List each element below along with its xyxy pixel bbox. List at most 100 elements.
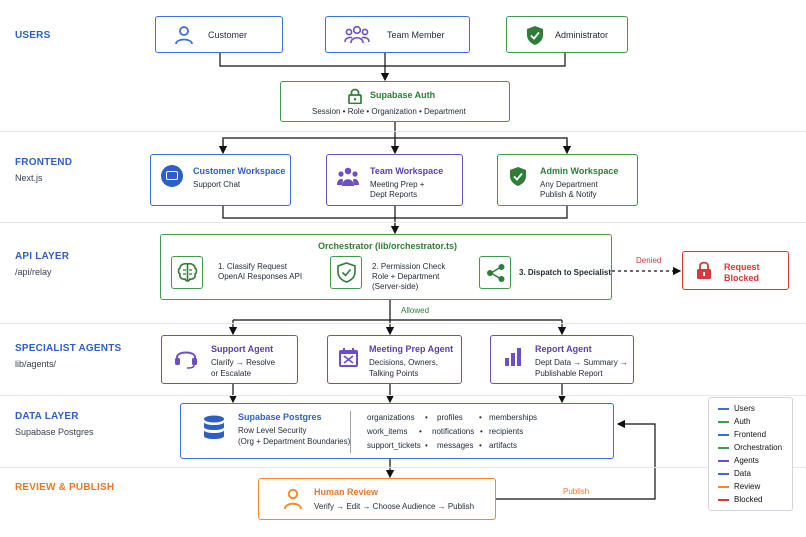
share-icon bbox=[487, 264, 505, 282]
request-blocked-node[interactable]: Request Blocked bbox=[682, 251, 789, 290]
shield-check-icon bbox=[337, 262, 356, 283]
bullet: • bbox=[419, 427, 422, 436]
bullet: • bbox=[479, 413, 482, 422]
table-memberships: memberships bbox=[489, 413, 538, 422]
report-agent-line2: Publishable Report bbox=[535, 369, 603, 378]
table-messages: messages bbox=[437, 441, 474, 450]
lock-icon bbox=[697, 261, 711, 279]
lane-divider bbox=[0, 222, 806, 223]
legend-label: Review bbox=[734, 482, 761, 491]
team-member-node[interactable]: Team Member bbox=[325, 16, 470, 53]
support-agent-node[interactable]: Support Agent Clarify → Resolve or Escal… bbox=[161, 335, 298, 384]
legend bbox=[708, 397, 793, 511]
allowed-label: Allowed bbox=[401, 306, 430, 315]
table-artifacts: artifacts bbox=[489, 441, 518, 450]
team-member-label: Team Member bbox=[387, 30, 445, 40]
legend-label: Users bbox=[734, 404, 755, 413]
report-agent-node[interactable]: Report Agent Dept Data → Summary → Publi… bbox=[490, 335, 634, 384]
admin-workspace-node[interactable]: Admin Workspace Any Department Publish &… bbox=[497, 154, 638, 206]
customer-workspace-node[interactable]: Customer Workspace Support Chat bbox=[150, 154, 291, 206]
legend-swatch bbox=[718, 460, 729, 462]
brain-step-box bbox=[171, 256, 203, 289]
lane-title-agents: SPECIALIST AGENTS bbox=[15, 343, 122, 354]
customer-node[interactable]: Customer bbox=[155, 16, 283, 53]
lane-sub-api: /api/relay bbox=[15, 267, 52, 277]
team-icon bbox=[337, 167, 359, 186]
legend-swatch bbox=[718, 499, 729, 501]
step2-line3: (Server-side) bbox=[372, 282, 419, 291]
bullet: • bbox=[480, 427, 483, 436]
bullet: • bbox=[425, 413, 428, 422]
administrator-node[interactable]: Administrator bbox=[506, 16, 628, 53]
legend-label: Blocked bbox=[734, 495, 763, 504]
wire-orchestrator-to-agents bbox=[233, 300, 562, 321]
wire-users-to-auth bbox=[219, 53, 566, 67]
postgres-separator bbox=[350, 411, 351, 453]
support-agent-title: Support Agent bbox=[211, 344, 274, 354]
step2-line1: 2. Permission Check bbox=[372, 262, 446, 271]
lane-title-api: API LAYER bbox=[15, 251, 70, 262]
supabase-auth-node[interactable]: Supabase Auth Session • Role • Organizat… bbox=[280, 81, 510, 122]
auth-title: Supabase Auth bbox=[370, 90, 436, 100]
user-icon bbox=[284, 488, 302, 510]
user-icon bbox=[175, 26, 193, 45]
human-review-node[interactable]: Human Review Verify → Edit → Choose Audi… bbox=[258, 478, 496, 520]
database-icon bbox=[204, 415, 224, 439]
customer-label: Customer bbox=[208, 30, 248, 40]
legend-label: Orchestration bbox=[734, 443, 783, 452]
admin-workspace-line1: Any Department bbox=[540, 180, 598, 189]
postgres-line2: (Org + Department Boundaries) bbox=[238, 437, 351, 446]
bullet: • bbox=[479, 441, 482, 450]
lane-title-frontend: FRONTEND bbox=[15, 157, 73, 168]
table-organizations: organizations bbox=[367, 413, 415, 422]
brain-icon bbox=[177, 262, 198, 282]
blocked-line2: Blocked bbox=[724, 273, 760, 283]
admin-workspace-title: Admin Workspace bbox=[540, 166, 619, 176]
legend-label: Frontend bbox=[734, 430, 767, 439]
customer-workspace-detail: Support Chat bbox=[193, 180, 241, 189]
lane-divider bbox=[0, 395, 806, 396]
lane-divider bbox=[0, 323, 806, 324]
administrator-label: Administrator bbox=[555, 30, 609, 40]
shield-icon bbox=[510, 167, 526, 186]
legend-label: Data bbox=[734, 469, 751, 478]
table-notifications: notifications bbox=[432, 427, 475, 436]
auth-detail: Session • Role • Organization • Departme… bbox=[312, 107, 466, 116]
lane-title-review: REVIEW & PUBLISH bbox=[15, 482, 115, 493]
step1-line2: OpenAI Responses API bbox=[218, 272, 303, 281]
table-support-tickets: support_tickets bbox=[367, 441, 421, 450]
lane-title-data: DATA LAYER bbox=[15, 411, 79, 422]
postgres-line1: Row Level Security bbox=[238, 426, 307, 435]
shield-icon bbox=[527, 26, 543, 45]
meeting-agent-title: Meeting Prep Agent bbox=[369, 344, 454, 354]
legend-label: Auth bbox=[734, 417, 751, 426]
legend-swatch bbox=[718, 408, 729, 410]
bullet: • bbox=[425, 441, 428, 450]
lane-divider bbox=[0, 467, 806, 468]
supabase-postgres-node[interactable]: Supabase Postgres Row Level Security (Or… bbox=[180, 403, 614, 459]
lane-title-users: USERS bbox=[15, 30, 51, 41]
legend-swatch bbox=[718, 486, 729, 488]
support-agent-line1: Clarify → Resolve bbox=[211, 358, 276, 367]
legend-swatch bbox=[718, 421, 729, 423]
meeting-prep-agent-node[interactable]: Meeting Prep Agent Decisions, Owners, Ta… bbox=[327, 335, 462, 384]
orchestrator-title: Orchestrator (lib/orchestrator.ts) bbox=[318, 241, 458, 251]
legend-label: Agents bbox=[734, 456, 759, 465]
calendar-icon bbox=[339, 348, 358, 367]
lane-sub-data: Supabase Postgres bbox=[15, 427, 94, 437]
legend-swatch bbox=[718, 447, 729, 449]
denied-label: Denied bbox=[636, 256, 662, 265]
team-icon bbox=[344, 25, 370, 44]
team-workspace-node[interactable]: Team Workspace Meeting Prep + Dept Repor… bbox=[326, 154, 463, 206]
step3-line1: 3. Dispatch to Specialist bbox=[519, 268, 612, 277]
report-agent-title: Report Agent bbox=[535, 344, 592, 354]
customer-workspace-title: Customer Workspace bbox=[193, 166, 286, 176]
meeting-agent-line2: Talking Points bbox=[369, 369, 419, 378]
lane-divider bbox=[0, 131, 806, 132]
legend-swatch bbox=[718, 434, 729, 436]
permission-step-box bbox=[330, 256, 362, 289]
orchestrator-node[interactable]: Orchestrator (lib/orchestrator.ts) 1. Cl… bbox=[160, 234, 612, 300]
chat-icon bbox=[161, 165, 183, 187]
step2-line2: Role + Department bbox=[372, 272, 440, 281]
team-workspace-line1: Meeting Prep + bbox=[370, 180, 425, 189]
